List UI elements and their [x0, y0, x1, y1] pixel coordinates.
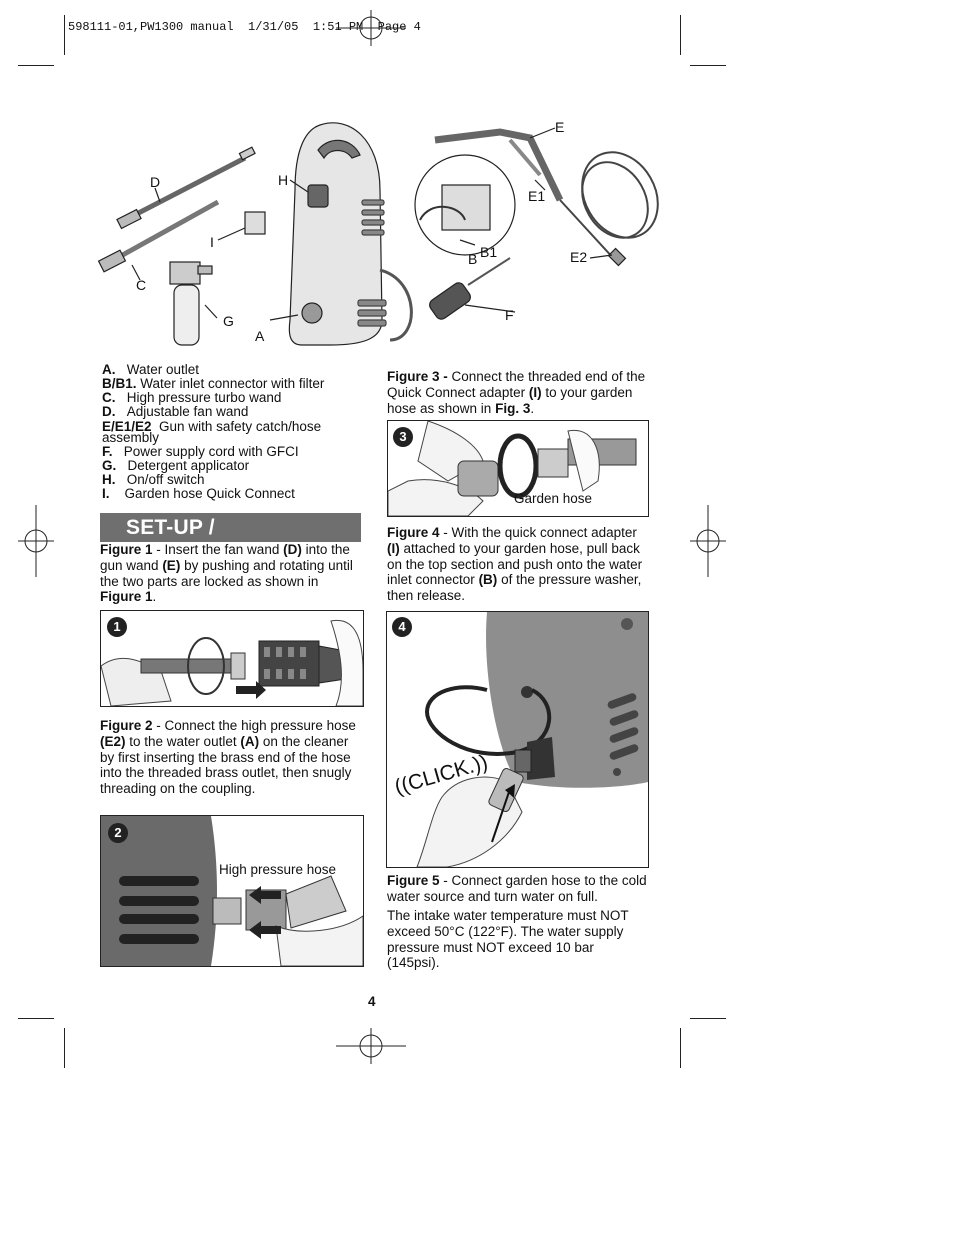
figure-2-caption: Figure 2 - Connect the high pressure hos…	[100, 718, 356, 797]
figure-5-caption: Figure 5 - Connect garden hose to the co…	[387, 873, 647, 904]
figure-number-badge: 1	[107, 617, 127, 637]
figure-1-caption: Figure 1 - Insert the fan wand (D) into …	[100, 542, 353, 605]
print-slug: 598111-01,PW1300 manual 1/31/05 1:51 PM …	[68, 20, 421, 34]
list-item: A. Water outlet	[102, 362, 200, 377]
label-b: B	[468, 251, 477, 267]
figure-3-caption: Figure 3 - Connect the threaded end of t…	[387, 369, 646, 416]
label-e1: E1	[528, 188, 545, 204]
label-e: E	[555, 119, 564, 135]
label-e2: E2	[570, 249, 587, 265]
figure-1-illustration: 1	[100, 610, 364, 707]
figure-number-badge: 4	[392, 617, 412, 637]
figure-3-illustration: 3 Garden hose	[387, 420, 649, 517]
label-i: I	[210, 234, 214, 250]
label-h: H	[278, 172, 288, 188]
list-item: F. Power supply cord with GFCI	[102, 444, 299, 459]
water-supply-note: The intake water temperature must NOT ex…	[387, 908, 629, 971]
label-d: D	[150, 174, 160, 190]
figure-3-label: Garden hose	[514, 491, 593, 506]
parts-list: A. Water outlet B/B1. Water inlet connec…	[102, 363, 372, 501]
section-heading: SET-UP / ADJUSTMENT	[100, 513, 361, 568]
label-c: C	[136, 277, 146, 293]
figure-2-illustration: 2 High pressure hose	[100, 815, 364, 967]
list-item: B/B1. Water inlet connector with filter	[102, 376, 325, 391]
page-number: 4	[368, 994, 376, 1009]
figure-4-caption: Figure 4 - With the quick connect adapte…	[387, 525, 643, 604]
label-a: A	[255, 328, 265, 344]
list-item: C. High pressure turbo wand	[102, 390, 282, 405]
figure-4-illustration: 4 ((CLICK.))	[386, 611, 649, 868]
figure-number-badge: 3	[393, 427, 413, 447]
label-b1: B1	[480, 244, 497, 260]
label-g: G	[223, 313, 234, 329]
figure-2-label: High pressure hose	[219, 862, 337, 877]
figure-number-badge: 2	[108, 823, 128, 843]
list-item: E/E1/E2 Gun with safety catch/hose assem…	[102, 419, 322, 445]
parts-diagram: D C G I H A E E1 B1 B F E2	[97, 119, 659, 346]
list-item: G. Detergent applicator	[102, 458, 250, 473]
list-item: D. Adjustable fan wand	[102, 404, 249, 419]
list-item: I. Garden hose Quick Connect	[102, 486, 295, 501]
list-item: H. On/off switch	[102, 472, 205, 487]
label-f: F	[505, 307, 514, 323]
